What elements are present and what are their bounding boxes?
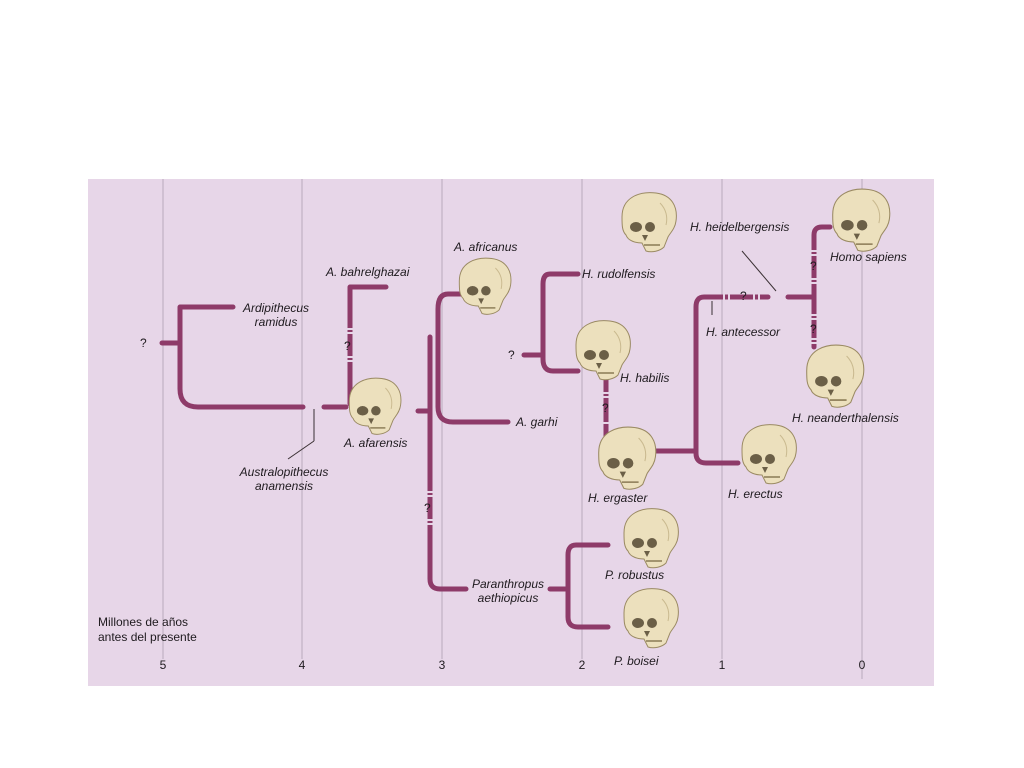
tick-label: 2 [578, 658, 586, 672]
ergaster-skull-icon [597, 426, 657, 491]
anamensis-label-line1: Australopithecus [239, 465, 329, 479]
tick-label: 1 [718, 658, 726, 672]
habilis-label: H. habilis [620, 371, 670, 385]
erectus-label: H. erectus [728, 487, 783, 501]
tick-label: 0 [858, 658, 866, 672]
paranthropus-aethiopicus-label: Paranthropus aethiopicus [458, 577, 558, 605]
ardipithecus-label-line2: ramidus [254, 315, 298, 329]
heidelbergensis-label: H. heidelbergensis [690, 220, 790, 234]
question-mark: ? [602, 401, 609, 415]
tick-label: 3 [438, 658, 446, 672]
sapiens-label: Homo sapiens [830, 250, 907, 264]
africanus-label: A. africanus [454, 240, 518, 254]
paranthropus-label-line2: aethiopicus [477, 591, 539, 605]
rudolfensis-label: H. rudolfensis [582, 267, 656, 281]
ardipithecus-label-line1: Ardipithecus [242, 301, 310, 315]
question-mark: ? [344, 339, 351, 353]
boisei-skull-icon [623, 587, 680, 649]
axis-caption-line1: Millones de años [98, 615, 189, 629]
africanus-skull-icon [458, 257, 512, 316]
antecessor-label: H. antecessor [706, 325, 781, 339]
question-mark: ? [140, 336, 147, 350]
neanderthalensis-label: H. neanderthalensis [792, 411, 899, 425]
uncertainty-gaps [153, 250, 817, 525]
question-mark: ? [740, 289, 747, 303]
axis-caption-line2: antes del presente [98, 630, 197, 644]
heidelbergensis-skull-icon [621, 191, 678, 253]
erectus-skull-icon [741, 423, 798, 485]
question-mark: ? [810, 322, 817, 336]
ardipithecus-label: Ardipithecus ramidus [226, 301, 326, 329]
anamensis-label-line2: anamensis [254, 479, 314, 493]
garhi-label: A. garhi [516, 415, 558, 429]
phylogeny-branches [159, 224, 833, 630]
time-axis-caption: Millones de años antes del presente [98, 615, 197, 645]
phylogeny-svg [153, 179, 891, 679]
bahrelghazai-label: A. bahrelghazai [326, 265, 410, 279]
paranthropus-label-line1: Paranthropus [471, 577, 545, 591]
tick-label: 4 [298, 658, 306, 672]
ergaster-label: H. ergaster [588, 491, 648, 505]
neanderthalensis-skull-icon [805, 344, 865, 409]
afarensis-skull-icon [348, 377, 402, 436]
australopithecus-anamensis-label: Australopithecus anamensis [224, 465, 344, 493]
question-mark: ? [810, 259, 817, 273]
robustus-skull-icon [623, 507, 680, 569]
question-mark: ? [508, 348, 515, 362]
sapiens-skull-icon [831, 188, 891, 253]
robustus-label: P. robustus [605, 568, 665, 582]
leader-lines [287, 250, 777, 460]
boisei-label: P. boisei [614, 654, 659, 668]
question-mark: ? [424, 501, 431, 515]
tick-label: 5 [159, 658, 167, 672]
hominin-phylogeny-diagram: ? ? ? ? ? ? ? ? Ardipithecus ramidus Aus… [88, 179, 934, 686]
afarensis-label: A. afarensis [344, 436, 408, 450]
